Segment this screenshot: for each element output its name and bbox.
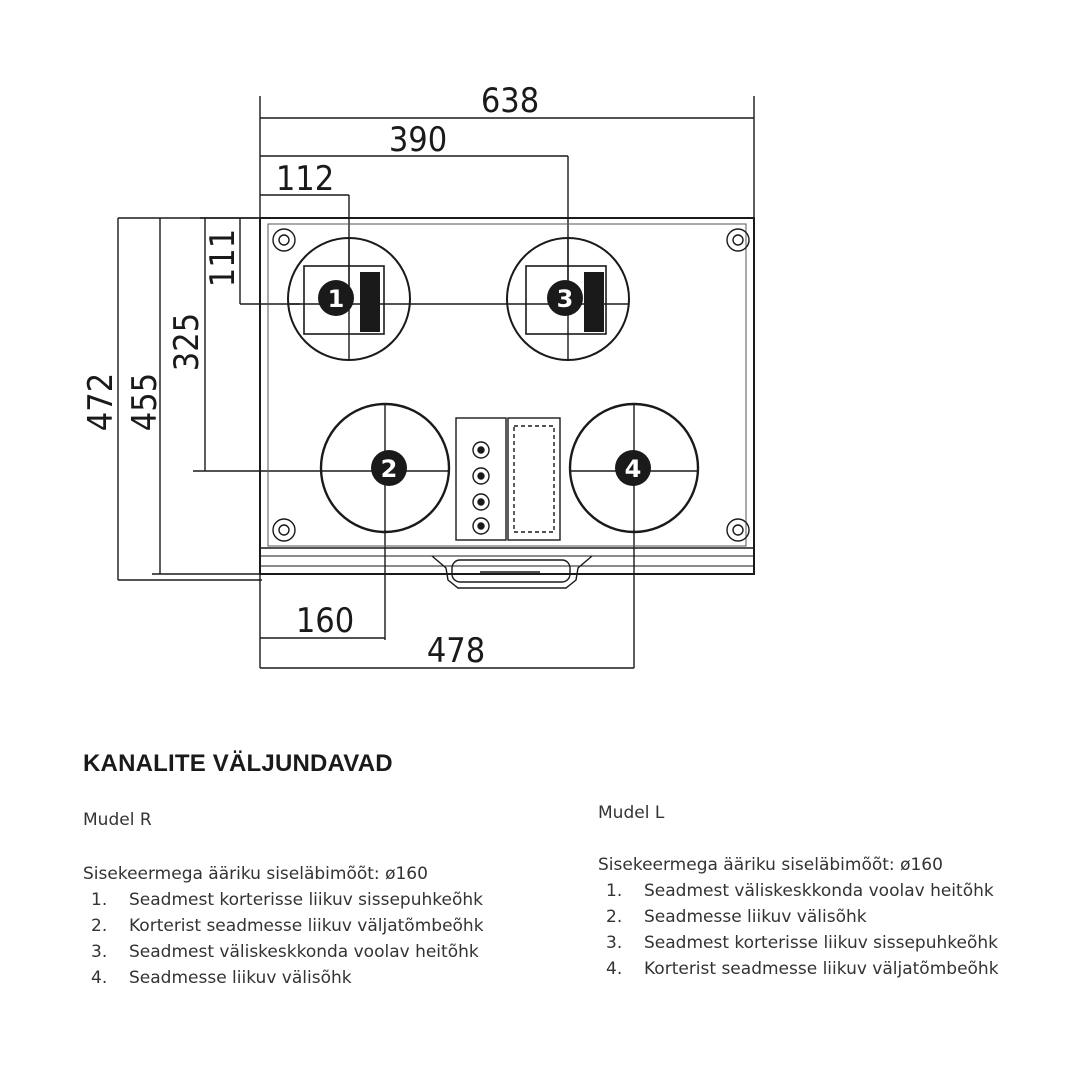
section-heading: KANALITE VÄLJUNDAVAD xyxy=(83,750,393,777)
handle xyxy=(431,555,593,589)
outlet-3 xyxy=(410,237,630,361)
dimension-lines xyxy=(117,96,755,669)
dim-overall-height: 472 xyxy=(81,373,121,431)
list-item-number: 3. xyxy=(91,942,108,962)
list-item: 2. Seadmesse liikuv välisõhk xyxy=(598,904,999,930)
list-item: 3. Seadmest korterisse liikuv sissepuhkeõ… xyxy=(598,930,999,956)
list-item: 1. Seadmest väliskeskkonda voolav heitõhk xyxy=(598,878,999,904)
list-item-number: 4. xyxy=(91,968,108,988)
dim-outlet-1-center: 112 xyxy=(276,159,334,199)
marker-3: 3 xyxy=(547,280,583,316)
marker-4-label: 4 xyxy=(625,455,642,483)
dim-outlet-2-center: 160 xyxy=(296,601,354,641)
list-item-text: Seadmest väliskeskkonda voolav heitõhk xyxy=(129,942,479,962)
outlets xyxy=(287,237,700,534)
dim-body-height: 455 xyxy=(125,373,165,431)
list-item-number: 4. xyxy=(606,959,623,979)
model-r-intro: Sisekeermega ääriku siseläbimõõt: ø160 xyxy=(83,864,428,884)
dim-overall-width: 638 xyxy=(481,81,539,121)
model-r-column: Mudel R Sisekeermega ääriku siseläbimõõt… xyxy=(83,810,484,991)
list-item-text: Seadmesse liikuv välisõhk xyxy=(644,907,867,927)
dim-upper-outlet-height: 111 xyxy=(203,229,243,287)
dim-outlet-4-center: 478 xyxy=(427,631,485,671)
list-item-number: 3. xyxy=(606,933,623,953)
marker-3-label: 3 xyxy=(557,285,574,313)
dim-lower-outlet-height: 325 xyxy=(167,313,207,371)
list-item-text: Seadmest korterisse liikuv sissepuhkeõhk xyxy=(129,890,483,910)
model-l-column: Mudel L Sisekeermega ääriku siseläbimõõt… xyxy=(598,803,999,982)
model-r-list: 1. Seadmest korterisse liikuv sissepuhkeõ… xyxy=(83,887,484,991)
marker-2: 2 xyxy=(371,450,407,486)
model-l-list: 1. Seadmest väliskeskkonda voolav heitõhk… xyxy=(598,878,999,982)
dim-outlet-3-center: 390 xyxy=(389,120,447,160)
marker-2-label: 2 xyxy=(381,455,398,483)
list-item-number: 1. xyxy=(91,890,108,910)
list-item: 2. Korterist seadmesse liikuv väljatõmbeõ… xyxy=(83,913,484,939)
list-item: 4. Korterist seadmesse liikuv väljatõmbeõ… xyxy=(598,956,999,982)
list-item: 4. Seadmesse liikuv välisõhk xyxy=(83,965,484,991)
mounting-holes xyxy=(272,228,750,542)
list-item-text: Seadmest väliskeskkonda voolav heitõhk xyxy=(644,881,994,901)
list-item-text: Korterist seadmesse liikuv väljatõmbeõhk xyxy=(644,959,999,979)
list-item: 1. Seadmest korterisse liikuv sissepuhkeõ… xyxy=(83,887,484,913)
list-item-text: Korterist seadmesse liikuv väljatõmbeõhk xyxy=(129,916,484,936)
model-l-intro: Sisekeermega ääriku siseläbimõõt: ø160 xyxy=(598,855,943,875)
list-item-number: 2. xyxy=(91,916,108,936)
marker-4: 4 xyxy=(615,450,651,486)
model-l-title: Mudel L xyxy=(598,803,665,823)
list-item-number: 2. xyxy=(606,907,623,927)
control-panel xyxy=(455,417,561,541)
model-r-title: Mudel R xyxy=(83,810,152,830)
list-item-number: 1. xyxy=(606,881,623,901)
list-item: 3. Seadmest väliskeskkonda voolav heitõhk xyxy=(83,939,484,965)
list-item-text: Seadmesse liikuv välisõhk xyxy=(129,968,352,988)
list-item-text: Seadmest korterisse liikuv sissepuhkeõhk xyxy=(644,933,998,953)
marker-1: 1 xyxy=(318,280,354,316)
outlet-1 xyxy=(287,237,411,361)
unit-body xyxy=(259,217,755,589)
marker-1-label: 1 xyxy=(328,285,345,313)
duct-outlet-drawing: 1 3 2 4 638 390 112 160 478 111 325 472 … xyxy=(81,81,755,671)
